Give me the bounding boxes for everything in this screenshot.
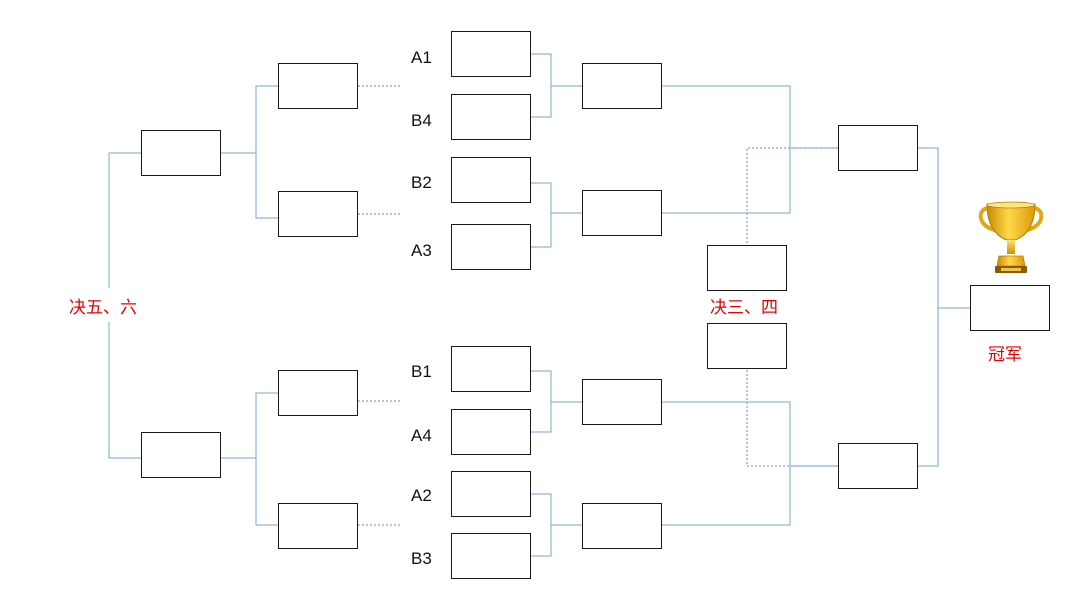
connector-b2-a3 bbox=[531, 182, 552, 248]
match-box-qf2-winner bbox=[582, 190, 662, 236]
dotted-semi-bottom-loser bbox=[746, 370, 838, 467]
connector-fifth-sixth-top bbox=[108, 152, 141, 288]
connector-left-bottom bbox=[255, 392, 278, 526]
match-box-a2 bbox=[451, 471, 531, 517]
match-box-third-fourth-top bbox=[707, 245, 787, 291]
match-box-qf3-winner bbox=[582, 379, 662, 425]
match-box-qf1-winner bbox=[582, 63, 662, 109]
match-box-b3 bbox=[451, 533, 531, 579]
trophy-icon bbox=[978, 201, 1044, 273]
match-box-qf4-winner bbox=[582, 503, 662, 549]
seed-label-a3: A3 bbox=[411, 241, 432, 260]
match-box-fifth-sixth-bottom bbox=[141, 432, 221, 478]
match-box-champion bbox=[970, 285, 1050, 331]
seed-label-b3: B3 bbox=[411, 549, 432, 568]
match-box-b1 bbox=[451, 346, 531, 392]
seed-label-a4: A4 bbox=[411, 426, 432, 445]
seed-label-b2: B2 bbox=[411, 173, 432, 192]
connector-semi-top bbox=[662, 85, 791, 214]
match-box-consolation-3 bbox=[278, 370, 358, 416]
connector-semi-bottom bbox=[662, 401, 791, 526]
match-box-consolation-2 bbox=[278, 191, 358, 237]
match-box-a1 bbox=[451, 31, 531, 77]
match-box-b2 bbox=[451, 157, 531, 203]
match-box-fifth-sixth-top bbox=[141, 130, 221, 176]
connector-a2-b3 bbox=[531, 493, 552, 557]
connector-left-top bbox=[255, 85, 278, 219]
match-box-b4 bbox=[451, 94, 531, 140]
seed-label-a2: A2 bbox=[411, 486, 432, 505]
connector-b1-a4 bbox=[531, 370, 552, 433]
connector-a1-b4 bbox=[531, 53, 552, 118]
seed-label-b1: B1 bbox=[411, 362, 432, 381]
match-box-third-fourth-bottom bbox=[707, 323, 787, 369]
fifth-sixth-label: 决五、六 bbox=[69, 298, 137, 318]
match-box-a3 bbox=[451, 224, 531, 270]
match-box-finalist-bottom bbox=[838, 443, 918, 489]
match-box-consolation-4 bbox=[278, 503, 358, 549]
champion-label: 冠军 bbox=[988, 345, 1022, 365]
third-fourth-label: 决三、四 bbox=[710, 298, 778, 318]
match-box-finalist-top bbox=[838, 125, 918, 171]
match-box-a4 bbox=[451, 409, 531, 455]
dotted-semi-top-loser bbox=[746, 147, 838, 245]
connector-fifth-sixth-bottom bbox=[108, 322, 141, 459]
seed-label-b4: B4 bbox=[411, 111, 432, 130]
match-box-consolation-1 bbox=[278, 63, 358, 109]
seed-label-a1: A1 bbox=[411, 48, 432, 67]
connector-final bbox=[917, 147, 939, 467]
